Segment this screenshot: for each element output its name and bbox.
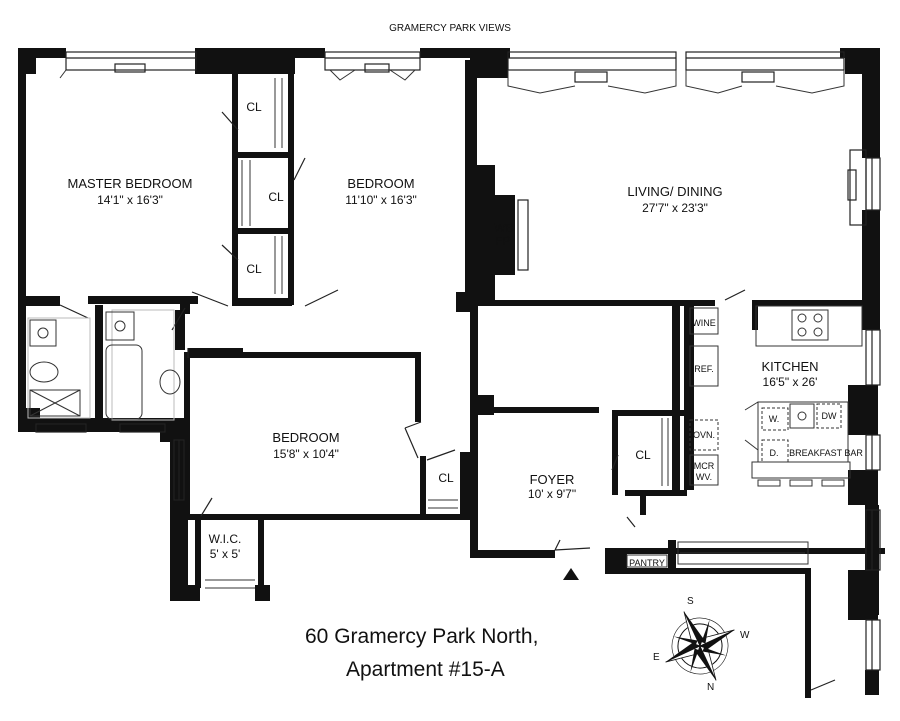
dryer-label: D.	[770, 448, 779, 458]
closet-rods	[205, 78, 669, 589]
breakfast-bar-label: BREAKFAST BAR	[789, 448, 863, 458]
kitchen-label: KITCHEN	[761, 359, 818, 374]
bathroom-fixtures	[27, 309, 181, 421]
closet-label: CL	[438, 471, 454, 485]
washer-label: W.	[769, 414, 780, 424]
compass-n-label: N	[707, 682, 714, 693]
kitchen-fixtures	[626, 305, 863, 568]
compass-rose-icon	[665, 611, 735, 681]
bedroom-3-label: BEDROOM	[272, 430, 339, 445]
closet-label: CL	[246, 262, 262, 276]
living-dining-label: LIVING/ DINING	[627, 184, 722, 199]
ref-label: REF.	[694, 364, 714, 374]
foyer-dims: 10' x 9'7"	[528, 487, 576, 501]
compass-w-label: W	[740, 630, 750, 641]
dishwasher-label: DW	[822, 411, 837, 421]
living-dining-dims: 27'7" x 23'3"	[642, 201, 708, 215]
wic-dims: 5' x 5'	[210, 547, 241, 561]
views-label: GRAMERCY PARK VIEWS	[389, 23, 511, 34]
microwave-label: WV.	[696, 472, 712, 482]
microwave-label: MCR	[694, 461, 715, 471]
pantry-label: PANTRY	[629, 558, 665, 568]
address-line-2: Apartment #15-A	[346, 658, 505, 681]
compass-e-label: E	[653, 652, 660, 663]
closet-label: CL	[268, 190, 284, 204]
closet-label: CL	[246, 100, 262, 114]
doors	[59, 111, 836, 691]
bedroom-3-dims: 15'8" x 10'4"	[273, 447, 339, 461]
oven-label: OVN.	[693, 430, 715, 440]
window-sashes	[59, 69, 845, 94]
master-bedroom-label: MASTER BEDROOM	[68, 176, 193, 191]
compass-s-label: S	[687, 596, 694, 607]
bedroom-2-label: BEDROOM	[347, 176, 414, 191]
windows	[35, 51, 881, 671]
bedroom-2-dims: 11'10" x 16'3"	[345, 193, 417, 207]
wine-label: WINE	[692, 318, 716, 328]
address-line-1: 60 Gramercy Park North,	[305, 625, 538, 648]
closet-label: CL	[635, 448, 651, 462]
fireplace-label: FP.	[495, 234, 512, 248]
foyer-label: FOYER	[530, 472, 575, 487]
kitchen-dims: 16'5" x 26'	[763, 375, 818, 389]
walls	[18, 48, 885, 698]
fireplace-label: WB	[494, 221, 513, 235]
entry-arrow-icon	[563, 568, 579, 580]
wic-label: W.I.C.	[209, 532, 242, 546]
master-bedroom-dims: 14'1" x 16'3"	[97, 193, 163, 207]
